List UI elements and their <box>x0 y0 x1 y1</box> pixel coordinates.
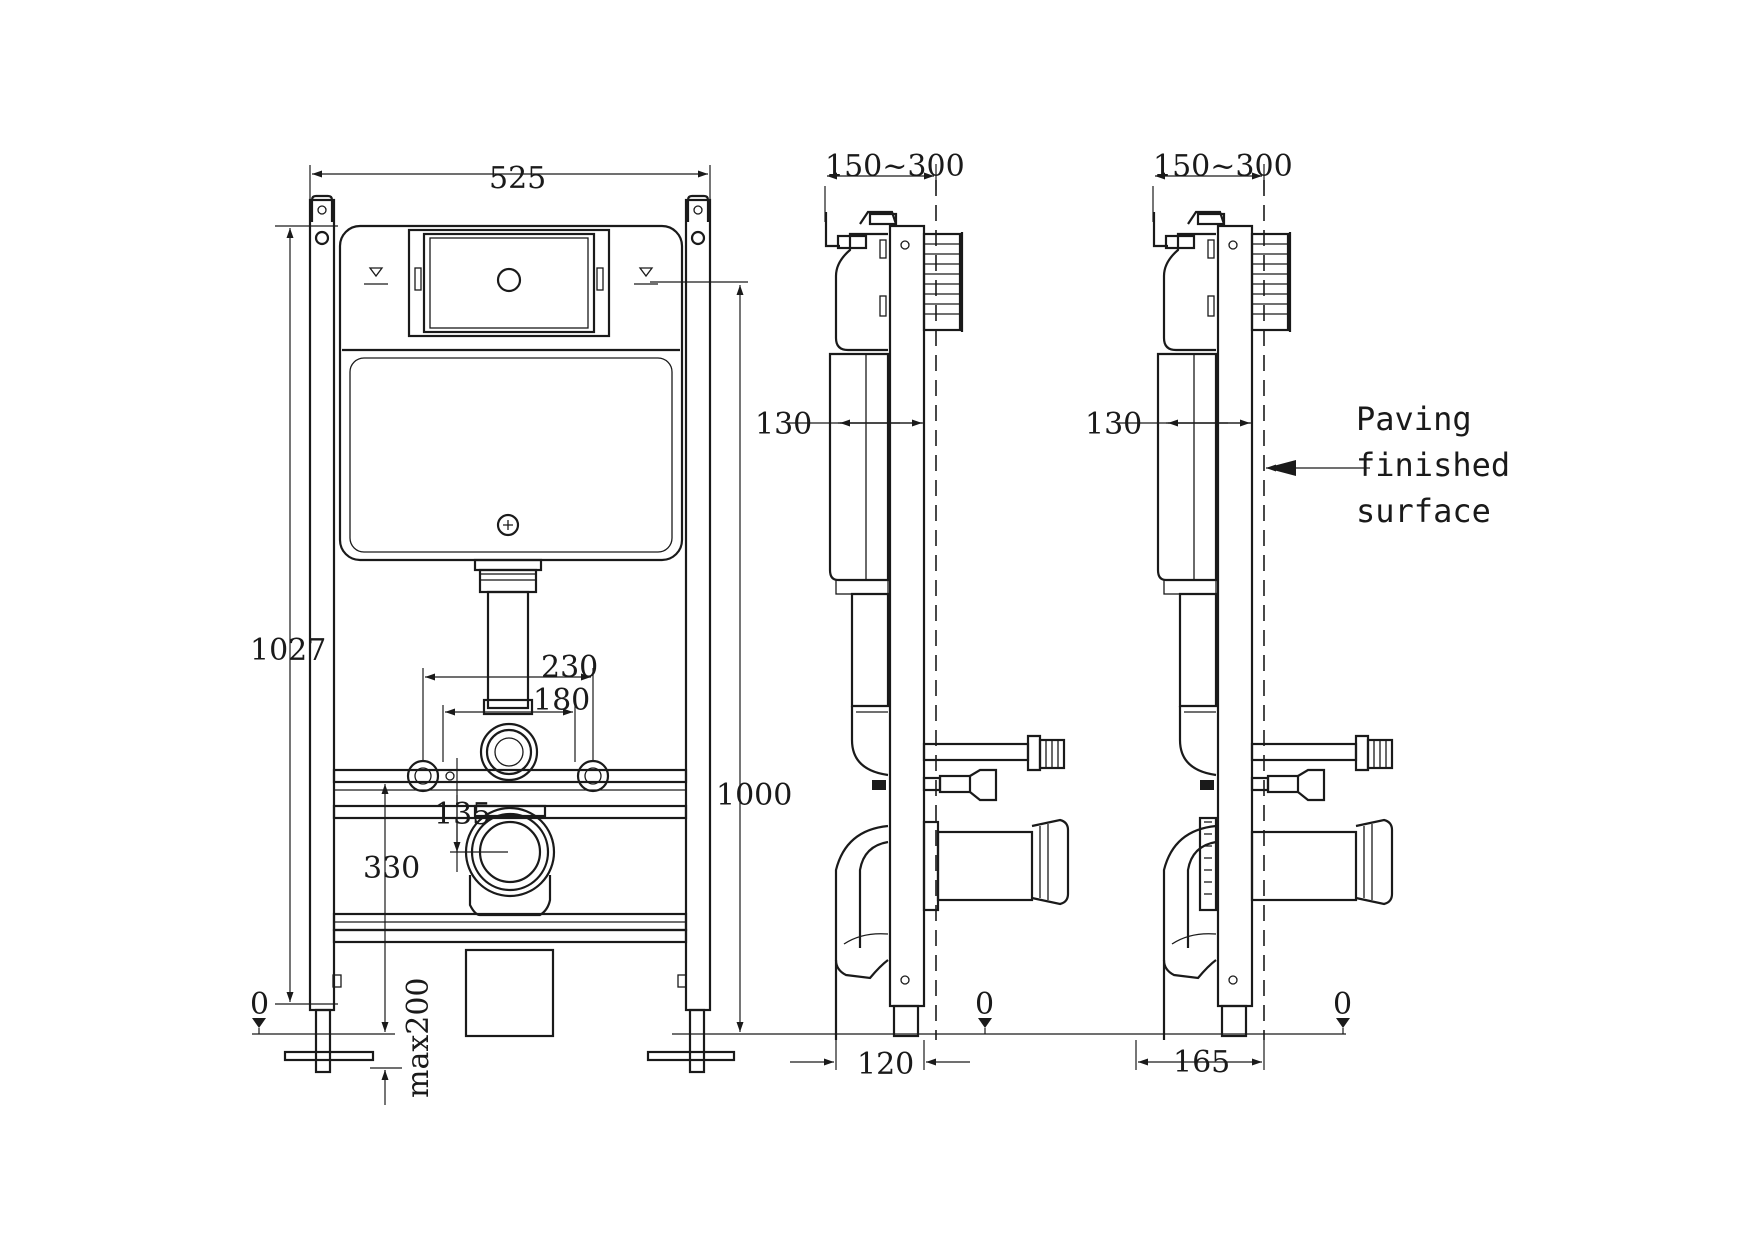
front-dimensions <box>275 165 748 1105</box>
side-a-plate <box>922 232 964 332</box>
front-floor <box>252 1018 1350 1035</box>
front-zero-label: 0 <box>250 987 269 1022</box>
paving-annotation: Paving finished surface <box>1356 400 1510 530</box>
side-a-cistern <box>824 210 898 777</box>
side-a-waste <box>834 818 1070 1040</box>
dim-330-label: 330 <box>363 851 420 886</box>
side-a-range-label: 150~300 <box>825 149 965 184</box>
cross-bars <box>332 759 688 944</box>
dim-230-label: 230 <box>541 650 598 685</box>
frame-uprights <box>283 194 736 1074</box>
side-b-range-label: 150~300 <box>1153 149 1293 184</box>
flush-connector <box>479 722 539 782</box>
dim-max-leg-label: max200 <box>401 977 436 1098</box>
dim-180-label: 180 <box>533 683 590 718</box>
cistern <box>338 224 684 716</box>
side-b-flush-pipe <box>1200 734 1394 802</box>
paving-line-1: Paving <box>1356 400 1472 438</box>
side-a-depth-label: 130 <box>755 407 812 442</box>
dim-width-label: 525 <box>489 161 546 196</box>
side-b-cistern <box>1152 210 1226 777</box>
side-b-depth-label: 130 <box>1085 407 1142 442</box>
side-a-dimensions <box>788 164 970 1070</box>
side-b-offset-label: 165 <box>1173 1045 1230 1080</box>
side-a-flush-pipe <box>872 734 1066 802</box>
paving-line-2: finished <box>1356 446 1510 484</box>
dim-flush-height-label: 1000 <box>716 778 792 813</box>
side-a-zero-label: 0 <box>975 987 994 1022</box>
front-view: 525 1027 1000 230 180 135 330 max200 0 <box>250 161 1350 1105</box>
paving-line-3: surface <box>1356 492 1491 530</box>
dim-135-label: 135 <box>434 797 491 832</box>
side-view-b: 150~300 130 165 0 <box>1085 149 1394 1080</box>
side-a-offset-label: 120 <box>857 1047 914 1082</box>
side-view-a: 150~300 130 120 0 <box>755 149 1070 1082</box>
side-b-plate <box>1250 232 1292 332</box>
side-b-waste <box>1162 816 1394 1040</box>
waste-pipe <box>464 804 556 1038</box>
side-b-zero-label: 0 <box>1333 987 1352 1022</box>
side-b-dimensions <box>1116 164 1370 1070</box>
dim-total-height-label: 1027 <box>250 633 326 668</box>
